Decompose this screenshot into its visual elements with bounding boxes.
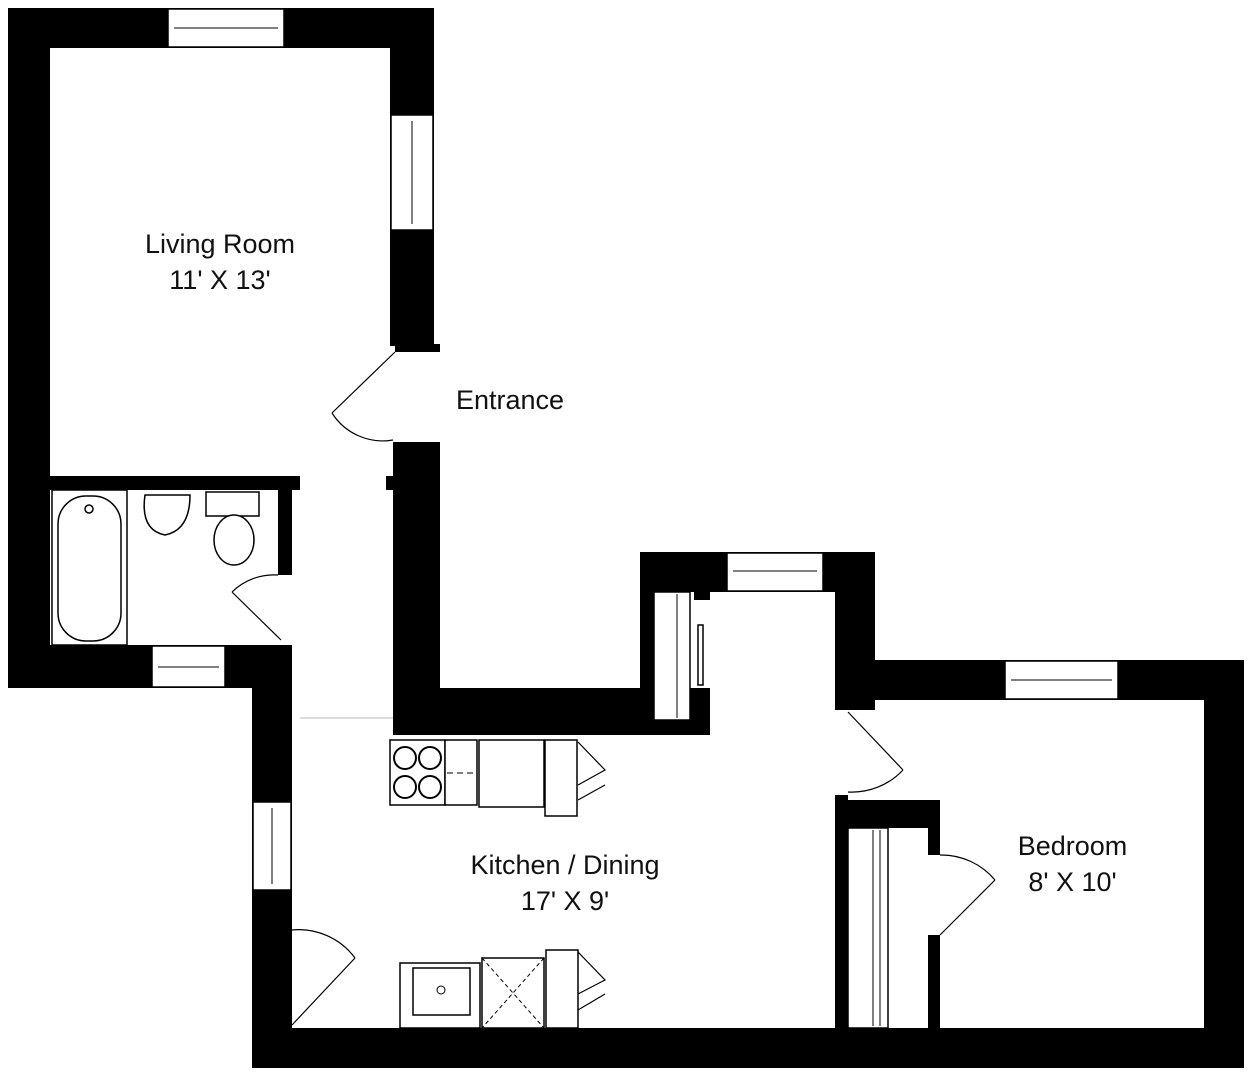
- wall-bedroom-right: [1204, 660, 1244, 1068]
- cabinet-lower: [545, 949, 579, 1029]
- living-room-size: 11' X 13': [169, 265, 271, 295]
- kitchen-name: Kitchen / Dining: [470, 850, 660, 880]
- toilet-tank: [205, 491, 260, 517]
- refrigerator: [478, 739, 545, 808]
- kitchen-label: Kitchen / Dining 17' X 9': [440, 847, 690, 919]
- bedroom-closet: [847, 827, 889, 1029]
- closet-kitchen: [653, 591, 691, 721]
- wall-closet-top: [835, 800, 940, 828]
- living-room-label: Living Room 11' X 13': [120, 226, 320, 298]
- wall-bath-right: [278, 490, 292, 575]
- wall-entrance-nub: [386, 476, 394, 490]
- bedroom-name: Bedroom: [1017, 831, 1128, 861]
- wall-living-left: [8, 8, 50, 688]
- sink: [143, 494, 191, 536]
- bedroom-size: 8' X 10': [1028, 867, 1117, 897]
- wall-closet-right-upper: [928, 800, 940, 855]
- wall-closet-right-lower: [928, 935, 940, 1030]
- living-room-name: Living Room: [144, 229, 296, 259]
- toilet-bowl: [213, 514, 255, 566]
- bedroom-label: Bedroom 8' X 10': [1000, 828, 1145, 900]
- door-entrance: [331, 351, 396, 442]
- windows: [151, 8, 1119, 891]
- doors: [231, 351, 996, 1026]
- door-bedroom: [847, 711, 904, 793]
- wall-bedroom-left: [835, 795, 848, 1030]
- wall-closet-nub: [694, 592, 710, 600]
- wall-bottom: [252, 1028, 1244, 1068]
- stove-burners: [393, 746, 442, 799]
- door-bathroom: [231, 574, 282, 641]
- bathtub-basin: [57, 495, 122, 642]
- window-kitchen: [726, 552, 824, 592]
- wall-entrance-stub: [395, 344, 440, 352]
- fixtures: [51, 489, 889, 1029]
- kitchen-size: 17' X 9': [520, 886, 610, 916]
- wall-closet-left: [640, 552, 654, 735]
- wall-bath-top: [50, 476, 300, 490]
- wall-bath-bottom: [8, 645, 292, 688]
- door-hall: [291, 929, 356, 1026]
- entrance-label: Entrance: [455, 385, 565, 415]
- wall-entrance-right: [393, 442, 440, 735]
- pantry-cabinet: [544, 739, 578, 817]
- wall-closet-nub2: [694, 710, 710, 735]
- door-bedroom-closet: [939, 854, 996, 936]
